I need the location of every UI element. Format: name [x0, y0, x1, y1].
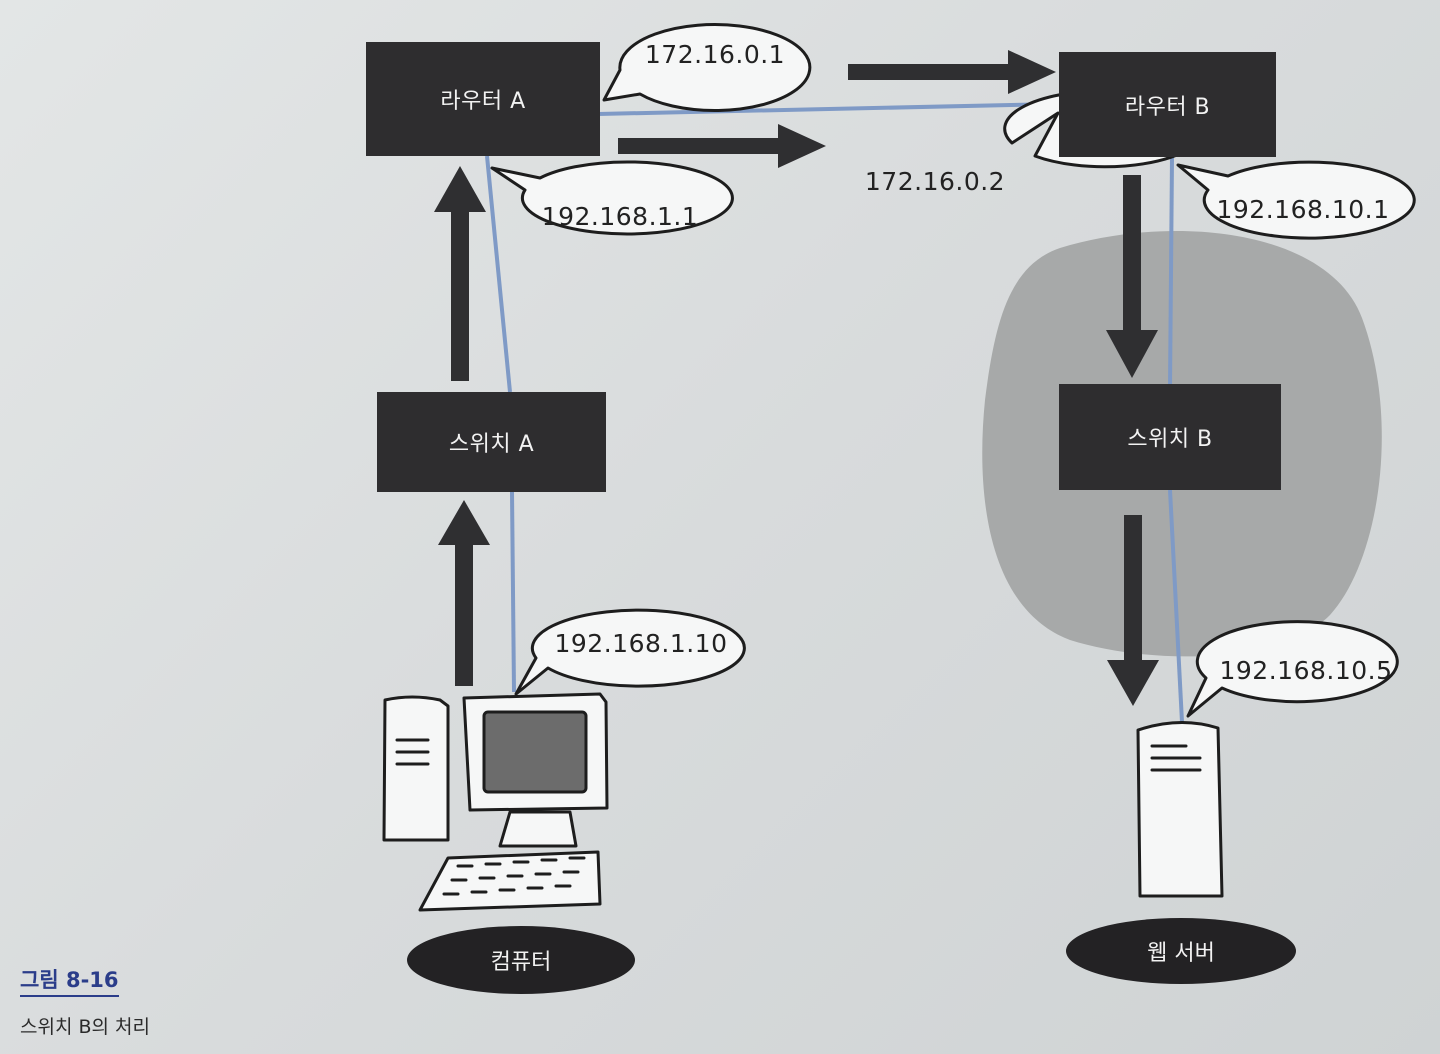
bubble-server-shape — [1186, 620, 1399, 718]
router-a-wan-address: 172.16.0.1 — [644, 39, 786, 69]
bubble-router-a-wan: 172.16.0.1 — [620, 30, 810, 78]
link-router-b-switch-b — [1168, 156, 1174, 389]
router-a-label: 라우터 A — [440, 89, 526, 114]
bubble-router-b-wan: 172.16.0.2 — [835, 158, 1035, 204]
router-b-wan-address: 172.16.0.2 — [864, 166, 1006, 196]
bubble-router-a-lan-shape — [490, 160, 734, 236]
arrow-router-b-to-switch-b — [1106, 175, 1158, 378]
bubble-router-a-wan-shape — [602, 23, 812, 113]
web-server-pill: 웹 서버 — [1066, 918, 1296, 984]
arrow-router-a-to-router-b-upper — [848, 50, 1056, 94]
link-computer-switch-a — [510, 491, 516, 693]
switch-b-box: 스위치 B — [1059, 384, 1281, 490]
arrow-switch-b-to-server — [1107, 515, 1159, 706]
arrow-router-a-to-router-b-lower — [618, 124, 826, 168]
figure-number: 그림 8-16 — [20, 964, 119, 997]
web-server-label: 웹 서버 — [1147, 941, 1215, 966]
switch-a-label: 스위치 A — [448, 432, 535, 457]
bubble-router-b-lan: 192.168.10.1 — [1198, 186, 1408, 232]
router-b-label: 라우터 B — [1124, 94, 1211, 120]
arrow-switch-a-to-router-a — [434, 166, 486, 381]
bubble-router-a-lan: 192.168.1.1 — [515, 194, 725, 238]
bubble-router-b-lan-shape — [1176, 160, 1416, 240]
link-router-a-router-b — [597, 102, 1060, 116]
router-b-box: 라우터 B — [1059, 52, 1276, 157]
server-illustration — [1136, 721, 1224, 898]
link-switch-b-server — [1168, 489, 1184, 723]
switch-a-box: 스위치 A — [377, 392, 606, 492]
server-address: 192.168.10.5 — [1219, 655, 1393, 685]
router-a-lan-address: 192.168.1.1 — [541, 201, 699, 231]
address-bubbles — [490, 23, 1416, 718]
computer-label: 컴퓨터 — [490, 950, 552, 975]
flow-arrows — [434, 50, 1159, 706]
arrow-computer-to-switch-a — [438, 500, 490, 686]
bubble-computer-shape — [514, 608, 746, 696]
pc-monitor — [462, 692, 609, 848]
router-a-box: 라우터 A — [366, 42, 600, 156]
computer-pill: 컴퓨터 — [407, 926, 635, 994]
link-switch-a-router-a — [485, 155, 512, 393]
computer-illustration — [382, 692, 609, 912]
router-b-lan-address: 192.168.10.1 — [1216, 194, 1390, 224]
pc-tower — [382, 695, 450, 842]
bubble-computer-address: 192.168.1.10 — [534, 620, 748, 666]
switch-b-label: 스위치 B — [1127, 427, 1213, 452]
computer-address: 192.168.1.10 — [554, 628, 728, 658]
network-links — [485, 102, 1184, 723]
pc-keyboard — [418, 850, 602, 912]
bubble-server-address: 192.168.10.5 — [1206, 646, 1406, 694]
figure-caption: 스위치 B의 처리 — [20, 1016, 150, 1038]
